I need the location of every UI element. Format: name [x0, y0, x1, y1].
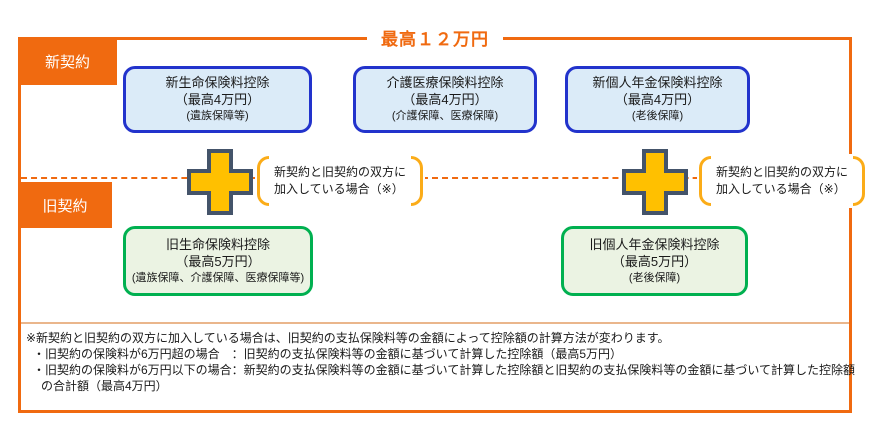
box-coverage: (老後保障)	[628, 271, 681, 284]
box-coverage: (老後保障)	[631, 110, 684, 123]
dashed-connector-line	[21, 177, 849, 179]
note-line-1: 新契約と旧契約の双方に	[716, 164, 849, 179]
box-title: 旧生命保険料控除	[165, 236, 270, 252]
box-title: 旧個人年金保険料控除	[589, 236, 720, 252]
brace-right-icon	[411, 156, 424, 206]
box-coverage: (介護保障、医療保障)	[391, 110, 499, 123]
diagram-frame: 最高１２万円 新契約 旧契約 新生命保険料控除 （最高4万円） (遺族保障等) …	[18, 25, 868, 413]
old-contract-label: 旧契約	[18, 182, 112, 228]
box-max-amount: （最高4万円）	[402, 92, 488, 108]
new-pension-deduction-box: 新個人年金保険料控除 （最高4万円） (老後保障)	[565, 66, 750, 133]
box-coverage: (遺族保障等)	[186, 110, 249, 123]
dual-enrollment-note: 新契約と旧契約の双方に 加入している場合（※）	[697, 154, 868, 208]
footnote-divider	[21, 322, 849, 324]
box-max-amount: （最高4万円）	[614, 92, 701, 108]
brace-left-icon	[699, 156, 711, 206]
brace-right-icon	[853, 156, 866, 206]
new-contract-label: 新契約	[18, 37, 117, 85]
max-total-title: 最高１２万円	[367, 25, 503, 50]
old-pension-deduction-box: 旧個人年金保険料控除 （最高5万円） (老後保障)	[561, 226, 748, 296]
footnote-line-2: ・旧契約の保険料が6万円超の場合 ：旧契約の支払保険料等の金額に基づいて計算した…	[33, 347, 622, 361]
box-max-amount: （最高5万円）	[611, 253, 698, 269]
footnote-line-3: ・旧契約の保険料が6万円以下の場合：新契約の支払保険料等の金額に基づいて計算した…	[33, 363, 855, 377]
dual-enrollment-note: 新契約と旧契約の双方に 加入している場合（※）	[255, 154, 426, 208]
box-title: 介護医療保険料控除	[386, 75, 504, 91]
box-title: 新個人年金保険料控除	[592, 75, 723, 91]
footnote: ※新契約と旧契約の双方に加入している場合は、旧契約の支払保険料等の金額によって控…	[26, 330, 855, 394]
box-title: 新生命保険料控除	[165, 75, 270, 91]
new-life-deduction-box: 新生命保険料控除 （最高4万円） (遺族保障等)	[123, 66, 312, 133]
plus-icon	[622, 149, 688, 215]
note-line-1: 新契約と旧契約の双方に	[274, 164, 407, 179]
footnote-line-1: ※新契約と旧契約の双方に加入している場合は、旧契約の支払保険料等の金額によって控…	[26, 331, 670, 345]
footnote-line-4: の合計額（最高4万円）	[41, 379, 168, 393]
brace-left-icon	[257, 156, 269, 206]
box-max-amount: （最高4万円）	[174, 92, 261, 108]
note-line-2: 加入している場合（※）	[716, 182, 846, 196]
note-line-2: 加入している場合（※）	[274, 182, 404, 196]
old-life-deduction-box: 旧生命保険料控除 （最高5万円） (遺族保障、介護保障、医療保障等)	[123, 226, 313, 296]
care-medical-deduction-box: 介護医療保険料控除 （最高4万円） (介護保障、医療保障)	[353, 66, 537, 133]
box-coverage: (遺族保障、介護保障、医療保障等)	[131, 271, 305, 284]
plus-icon	[187, 149, 253, 215]
box-max-amount: （最高5万円）	[175, 253, 261, 269]
